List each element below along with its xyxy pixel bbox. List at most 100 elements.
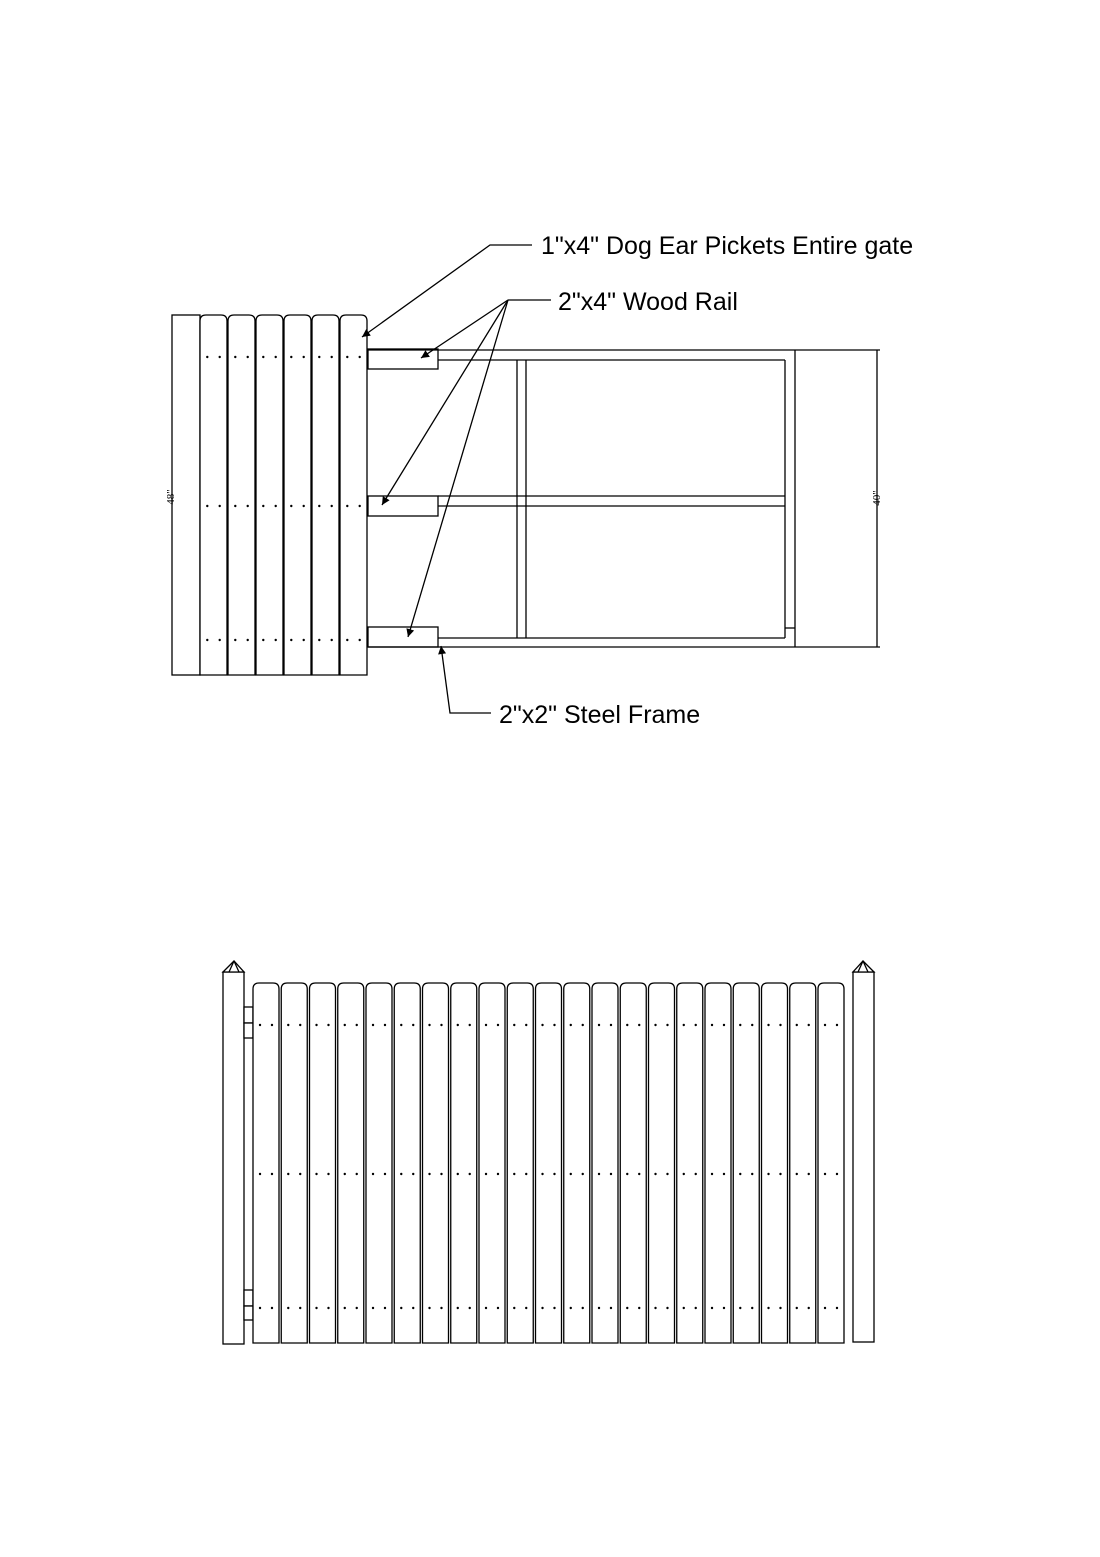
nail-dot (456, 1306, 459, 1310)
nail-dot (597, 1306, 601, 1310)
picket (283, 314, 312, 676)
nail-dot (468, 1306, 471, 1310)
nail-dot (496, 1172, 500, 1176)
nail-dot (694, 1306, 697, 1310)
nail-dot (626, 1306, 629, 1310)
nail-dot (767, 1023, 770, 1027)
nail-dot (835, 1172, 839, 1176)
nail-dot (218, 504, 221, 508)
picket (450, 982, 478, 1344)
nail-dot (234, 638, 237, 642)
nail-dot (541, 1172, 544, 1176)
elevation-pickets (252, 982, 845, 1344)
nail-dot (262, 638, 265, 642)
nail-dot (440, 1306, 443, 1310)
nail-dot (299, 1172, 302, 1176)
nail-dot (428, 1023, 431, 1027)
nail-dot (330, 504, 333, 508)
picket (308, 982, 337, 1344)
hinge-top (243, 1006, 254, 1039)
nail-dot (206, 355, 209, 359)
nail-dot (343, 1172, 346, 1176)
frame-height-dimension: 40" (871, 490, 883, 506)
nail-dot (412, 1306, 415, 1310)
nail-dot (666, 1172, 669, 1176)
nail-dot (346, 355, 349, 359)
picket (760, 982, 789, 1344)
latch-post (851, 960, 876, 1343)
nail-dot (722, 1306, 726, 1310)
nail-dot (274, 355, 277, 359)
nail-dot (412, 1023, 415, 1027)
nail-dot (355, 1306, 358, 1310)
picket (393, 982, 421, 1344)
nail-dot (327, 1172, 330, 1176)
nail-dot (609, 1023, 613, 1027)
nail-dot (346, 638, 349, 642)
picket (311, 314, 340, 676)
picket (817, 982, 845, 1344)
nail-dot (468, 1023, 471, 1027)
nail-dot (318, 504, 321, 508)
nail-dot (513, 1172, 516, 1176)
nail-dot (218, 638, 221, 642)
nail-dot (779, 1172, 782, 1176)
picket (337, 982, 365, 1344)
picket (563, 982, 591, 1344)
nail-dot (258, 1306, 262, 1310)
nail-dot (400, 1023, 403, 1027)
nail-dot (682, 1023, 685, 1027)
nail-dot (654, 1023, 657, 1027)
nail-dot (315, 1306, 318, 1310)
nail-dot (484, 1172, 488, 1176)
nail-dot (626, 1023, 629, 1027)
nail-dot (355, 1172, 358, 1176)
nail-dot (553, 1306, 556, 1310)
nail-dot (513, 1023, 516, 1027)
nail-dot (751, 1172, 754, 1176)
nail-dot (484, 1023, 488, 1027)
nail-dot (346, 504, 349, 508)
nail-dot (302, 504, 305, 508)
nail-dot (287, 1023, 290, 1027)
nail-dot (710, 1023, 714, 1027)
callout-leaders (361, 244, 551, 714)
nail-dot (682, 1172, 685, 1176)
hinge-post (221, 960, 246, 1345)
nail-dot (206, 638, 209, 642)
nail-dot (541, 1306, 544, 1310)
nail-dot (626, 1172, 629, 1176)
nail-dot (302, 355, 305, 359)
nail-dot (468, 1172, 471, 1176)
nail-dot (739, 1306, 742, 1310)
pickets-callout: 1"x4" Dog Ear Pickets Entire gate (541, 232, 913, 260)
elevation-view (221, 960, 876, 1345)
picket (591, 982, 619, 1344)
wood-rail-middle (367, 495, 439, 517)
nail-dot (597, 1172, 601, 1176)
nail-dot (371, 1023, 375, 1027)
nail-dot (795, 1023, 798, 1027)
picket (647, 982, 676, 1344)
section-view: 48" 40" (165, 232, 913, 729)
nail-dot (581, 1023, 584, 1027)
nail-dot (290, 638, 293, 642)
nail-dot (569, 1306, 572, 1310)
nail-dot (299, 1023, 302, 1027)
nail-dot (234, 504, 237, 508)
nail-dot (779, 1023, 782, 1027)
nail-dot (428, 1172, 431, 1176)
picket (255, 314, 284, 676)
nail-dot (287, 1172, 290, 1176)
nail-dot (258, 1023, 262, 1027)
nail-dot (722, 1023, 726, 1027)
nail-dot (638, 1306, 641, 1310)
nail-dot (246, 355, 249, 359)
nail-dot (739, 1172, 742, 1176)
picket (789, 982, 817, 1344)
nail-dot (290, 504, 293, 508)
nail-dot (609, 1172, 613, 1176)
picket (199, 314, 228, 676)
nail-dot (835, 1023, 839, 1027)
nail-dot (739, 1023, 742, 1027)
